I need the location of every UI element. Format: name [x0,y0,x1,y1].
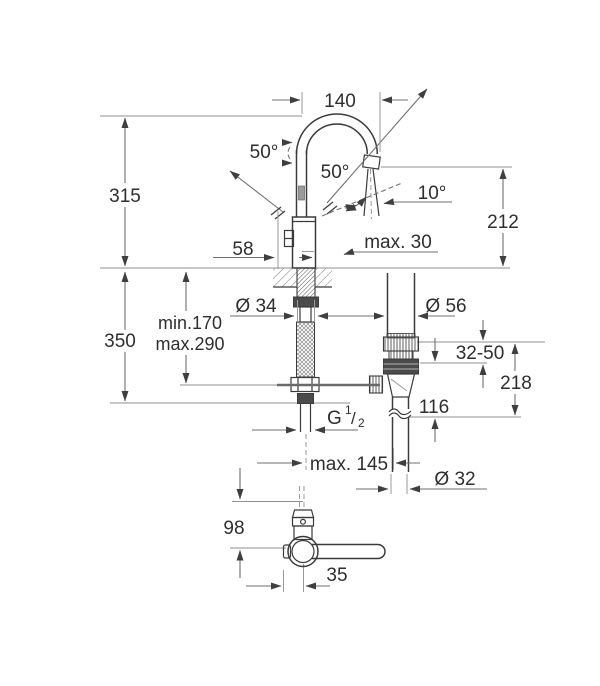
spout-riser-detail [298,185,305,201]
waste-nut [383,358,419,375]
label-thread-g: G [327,408,342,429]
label-basin-range: 32-50 [456,343,505,364]
label-thread-den: 2 [358,416,365,430]
label-center-distance: max. 145 [310,454,388,475]
label-spout-reach: 140 [324,91,356,112]
label-handle-offset: 35 [326,565,347,586]
dimension-labels: 140 50° 50° 10° 315 212 58 max. 30 Ø 34 … [96,91,537,586]
label-outlet-angle: 10° [418,183,447,204]
label-waste-flange-dia: Ø 56 [425,296,466,317]
label-tailpipe-length: 116 [419,397,449,418]
label-deck-thickness: max. 30 [364,232,432,253]
label-total-height: 315 [109,186,141,207]
aerator [362,154,381,170]
faucet-outline [283,113,381,269]
supply-hose [296,321,315,378]
popup-waste [368,273,420,472]
label-outlet-height: 212 [487,212,519,233]
label-tailpipe-dia: Ø 32 [434,469,475,490]
label-spout-angle: 50° [321,162,350,183]
countertop [273,268,332,288]
label-handle-angle: 50° [250,142,279,163]
waste-plug [382,336,420,352]
label-mount-max: max.290 [155,334,224,354]
faucet-underdeck [290,267,320,470]
label-hole-dia: Ø 34 [235,296,277,317]
reference-lines [100,115,545,549]
angle-indicators [229,88,452,256]
threaded-shank [296,267,316,299]
label-mount-min: min.170 [158,313,222,333]
thread-connector [297,393,314,404]
label-below-deck: 350 [104,331,136,352]
waste-body [386,373,416,398]
label-thread-slash: / [351,409,356,428]
pipe-break [388,408,412,416]
label-thread-num: 1 [345,403,352,417]
faucet-body [291,216,317,269]
label-body-offset: 58 [232,239,253,260]
handle-top-view [282,486,386,568]
label-waste-height: 218 [500,373,532,394]
lever [312,543,386,560]
label-handle-depth: 98 [223,518,244,539]
